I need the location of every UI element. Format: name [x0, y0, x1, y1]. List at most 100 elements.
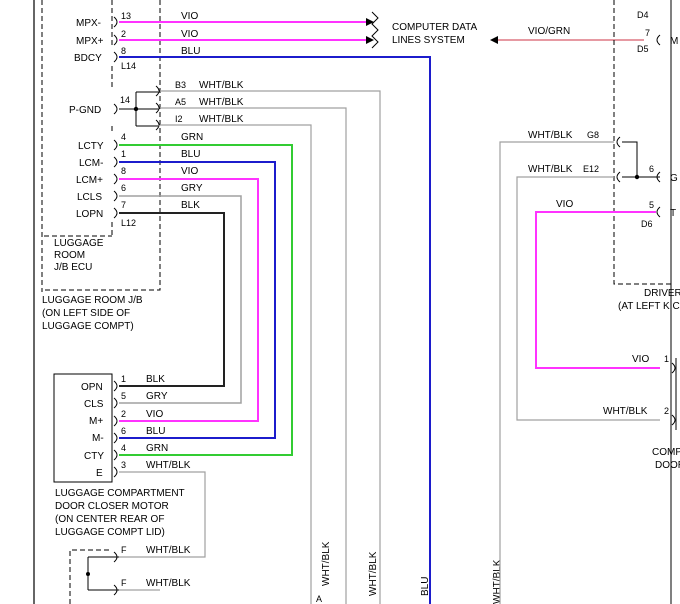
- driver-pin-d5: D5: [637, 44, 649, 54]
- data-lines-label-1: COMPUTER DATA: [392, 22, 478, 33]
- wire-vio-lcm: [119, 178, 259, 422]
- comp-wire-vio: VIO: [632, 354, 649, 365]
- motor-wire-vio: VIO: [146, 409, 163, 420]
- ecu-label-lcm-plus: LCM+: [76, 175, 103, 186]
- motor-label-opn: OPN: [81, 382, 103, 393]
- comp-pin-2: 2: [664, 406, 669, 416]
- ecu-label-lcm-minus: LCM-: [79, 158, 103, 169]
- vwire-label-1: WHT/BLK: [321, 541, 332, 586]
- motor-pin-2: 2: [121, 409, 126, 419]
- driver-pin-7: 7: [645, 28, 650, 38]
- wire-label-whtblk-a5: WHT/BLK: [199, 97, 244, 108]
- motor-caption-2: DOOR CLOSER MOTOR: [55, 501, 169, 512]
- wire-label-vio-1: VIO: [181, 11, 198, 22]
- jb-label-1: LUGGAGE ROOM J/B: [42, 295, 143, 306]
- motor-label-mplus: M+: [89, 416, 103, 427]
- pin-symbol-driver-7: [656, 34, 661, 46]
- pin-symbol-lcm-plus: [113, 173, 118, 185]
- driver-ground-bus: [622, 141, 660, 178]
- ecu-outline: [44, 222, 113, 237]
- wire-label-vio-grn: VIO/GRN: [528, 26, 570, 37]
- ecu-label-bdcy: BDCY: [74, 53, 102, 64]
- bottom-outline: [69, 549, 112, 604]
- comp-label-2: DOOR: [655, 460, 680, 471]
- pin-symbol-13: [113, 16, 118, 28]
- driver-name: DRIVER: [644, 288, 680, 299]
- driver-pin-d4: D4: [637, 10, 649, 20]
- pin-symbol-e12: [616, 171, 621, 183]
- pin-symbol-2: [113, 34, 118, 46]
- pin-symbol-e: [113, 466, 118, 478]
- ecu-label-mpx-minus: MPX-: [76, 18, 101, 29]
- wire-label-blk: BLK: [181, 200, 200, 211]
- motor-wire-blu: BLU: [146, 426, 165, 437]
- pin-num-lcty: 4: [121, 132, 126, 142]
- arrow-vio-grn: [490, 36, 498, 44]
- pin-num-lcls: 6: [121, 183, 126, 193]
- motor-label-mminus: M-: [92, 433, 104, 444]
- ecu-name-2: ROOM: [54, 250, 85, 261]
- data-lines-brace: [371, 11, 379, 49]
- wire-vio-driver: [535, 211, 660, 369]
- motor-box: [53, 373, 113, 483]
- driver-pin-e12: E12: [583, 164, 599, 174]
- wire-label-gry: GRY: [181, 183, 203, 194]
- pin-symbol-mminus: [113, 432, 118, 444]
- motor-wire-whtblk: WHT/BLK: [146, 460, 191, 471]
- bottom-wire-1: WHT/BLK: [146, 545, 191, 556]
- corner-pin-a: A: [316, 594, 322, 604]
- pin-symbol-comp-1: [671, 362, 676, 374]
- data-lines-label-2: LINES SYSTEM: [392, 35, 465, 46]
- ecu-label-lcty: LCTY: [78, 141, 104, 152]
- driver-wire-vio: VIO: [556, 199, 573, 210]
- driver-wire-e12: WHT/BLK: [528, 164, 573, 175]
- comp-label-1: COMP: [652, 447, 680, 458]
- wire-whtblk-e: [119, 471, 206, 558]
- motor-caption-4: LUGGAGE COMPT LID): [55, 527, 165, 538]
- ecu-label-lopn: LOPN: [76, 209, 103, 220]
- driver-label-t: T: [670, 208, 676, 219]
- pin-symbol-f2: [113, 584, 118, 596]
- pin-num-a5: A5: [175, 97, 186, 107]
- driver-wire-g8: WHT/BLK: [528, 130, 573, 141]
- motor-label-cls: CLS: [84, 399, 104, 410]
- pin-num-lcm-plus: 8: [121, 166, 126, 176]
- wire-blu-lcm: [119, 161, 276, 439]
- driver-outline: [613, 0, 671, 285]
- wire-label-whtblk-i2: WHT/BLK: [199, 114, 244, 125]
- pin-symbol-cls: [113, 397, 118, 409]
- motor-wire-blk: BLK: [146, 374, 165, 385]
- wire-whtblk-a5: [160, 107, 347, 604]
- pin-symbol-8: [113, 51, 118, 63]
- driver-pin-d6: D6: [641, 219, 653, 229]
- pin-symbol-b3: [155, 85, 160, 97]
- pin-symbol-g8: [616, 136, 621, 148]
- pin-num-14: 14: [120, 95, 130, 105]
- ecu-label-lcls: LCLS: [77, 192, 102, 203]
- pin-num-2: 2: [121, 29, 126, 39]
- pin-symbol-lcls: [113, 190, 118, 202]
- motor-pin-4: 4: [121, 443, 126, 453]
- vwire-label-3: BLU: [420, 577, 431, 596]
- motor-pin-3: 3: [121, 460, 126, 470]
- wire-whtblk-e12: [516, 176, 660, 421]
- vwire-label-4: WHT/BLK: [492, 559, 503, 604]
- driver-pin-g8: G8: [587, 130, 599, 140]
- pin-num-lopn: 7: [121, 200, 126, 210]
- bottom-pin-f2: F: [121, 578, 127, 588]
- pin-symbol-lcty: [113, 139, 118, 151]
- pin-symbol-opn: [113, 380, 118, 392]
- motor-pin-6: 6: [121, 426, 126, 436]
- wire-bdcy: [119, 56, 431, 604]
- motor-label-cty: CTY: [84, 451, 104, 462]
- connector-l12: L12: [121, 218, 136, 228]
- wire-whtblk-b3: [160, 90, 381, 604]
- comp-wire-whtblk: WHT/BLK: [603, 406, 648, 417]
- wire-label-blu-2: BLU: [181, 149, 200, 160]
- driver-location: (AT LEFT KIC: [618, 301, 680, 312]
- motor-pin-1: 1: [121, 374, 126, 384]
- pin-num-8: 8: [121, 46, 126, 56]
- pin-symbol-lcm-minus: [113, 156, 118, 168]
- pin-num-lcm-minus: 1: [121, 149, 126, 159]
